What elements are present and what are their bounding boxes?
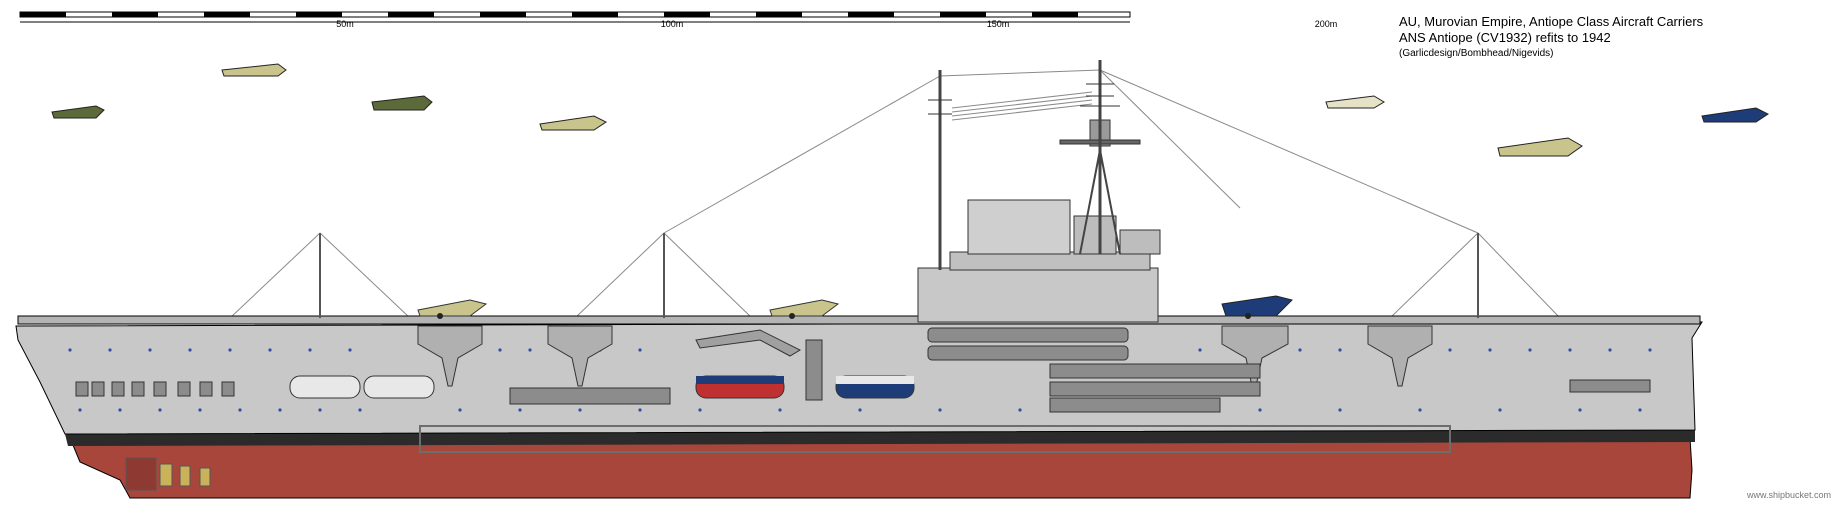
scale-label-200m: 200m <box>1314 19 1338 29</box>
hull <box>15 315 1703 499</box>
rigging-lines <box>229 69 1561 319</box>
scale-label-100m: 100m <box>660 19 684 29</box>
scale-label-150m: 150m <box>986 19 1010 29</box>
propellers <box>125 457 211 491</box>
deck-aircraft <box>417 295 1293 319</box>
flying-aircraft <box>51 63 1769 157</box>
scale-label-50m: 50m <box>336 19 354 29</box>
hangar-openings <box>75 327 1651 413</box>
deck-masts <box>319 233 1479 318</box>
gun-sponsons <box>417 325 1433 387</box>
lifeboats <box>289 375 915 399</box>
title-line-1: AU, Murovian Empire, Antiope Class Aircr… <box>1399 14 1704 29</box>
scale-bar <box>19 11 1131 23</box>
title-line-2: ANS Antiope (CV1932) refits to 1942 <box>1399 30 1611 45</box>
title-block: AU, Murovian Empire, Antiope Class Aircr… <box>1399 14 1703 62</box>
island-superstructure <box>695 60 1161 401</box>
credit-line: (Garlicdesign/Bombhead/Nigevids) <box>1399 48 1554 59</box>
footer-watermark: www.shipbucket.com <box>1746 490 1831 500</box>
